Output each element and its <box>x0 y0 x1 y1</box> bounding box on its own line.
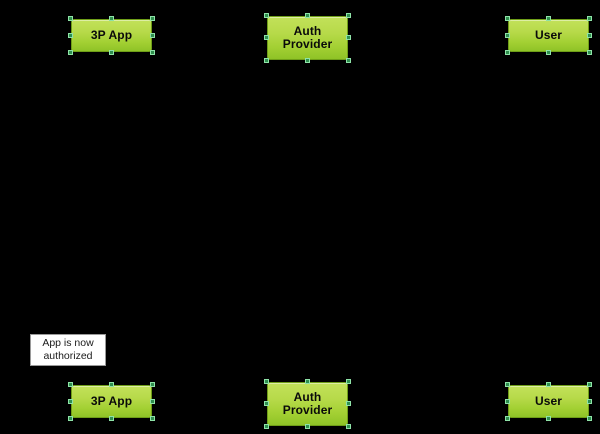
participant-auth-provider-top[interactable]: Auth Provider <box>264 13 351 63</box>
participant-label: 3P App <box>90 28 133 42</box>
resize-handle-sw[interactable] <box>68 416 73 421</box>
resize-handle-ne[interactable] <box>150 382 155 387</box>
note-app-is-now-authorized[interactable]: App is now authorized <box>30 334 106 366</box>
resize-handle-se[interactable] <box>587 416 592 421</box>
resize-handle-n[interactable] <box>304 13 310 18</box>
resize-handle-s[interactable] <box>108 50 114 55</box>
note-text: App is now authorized <box>42 337 94 362</box>
resize-handle-sw[interactable] <box>264 58 269 63</box>
resize-handle-e[interactable] <box>346 35 351 40</box>
resize-handle-ne[interactable] <box>346 379 351 384</box>
resize-handle-s[interactable] <box>545 416 551 421</box>
resize-handle-w[interactable] <box>68 32 73 38</box>
participant-label: Auth Provider <box>282 390 333 417</box>
resize-handle-e[interactable] <box>587 398 592 404</box>
resize-handle-e[interactable] <box>587 32 592 38</box>
resize-handle-ne[interactable] <box>346 13 351 18</box>
resize-handle-s[interactable] <box>108 416 114 421</box>
resize-handle-ne[interactable] <box>587 382 592 387</box>
resize-handle-nw[interactable] <box>68 382 73 387</box>
resize-handle-nw[interactable] <box>264 13 269 18</box>
resize-handle-sw[interactable] <box>505 50 510 55</box>
resize-handle-w[interactable] <box>264 401 269 406</box>
resize-handle-e[interactable] <box>150 398 155 404</box>
resize-handle-se[interactable] <box>346 58 351 63</box>
resize-handle-sw[interactable] <box>264 424 269 429</box>
resize-handle-n[interactable] <box>108 382 114 387</box>
resize-handle-w[interactable] <box>68 398 73 404</box>
resize-handle-ne[interactable] <box>587 16 592 21</box>
resize-handle-nw[interactable] <box>505 16 510 21</box>
resize-handle-se[interactable] <box>150 50 155 55</box>
resize-handle-w[interactable] <box>264 35 269 40</box>
participant-3p-app-top[interactable]: 3P App <box>68 16 155 55</box>
participant-label: Auth Provider <box>282 24 333 51</box>
resize-handle-n[interactable] <box>108 16 114 21</box>
resize-handle-sw[interactable] <box>68 50 73 55</box>
resize-handle-e[interactable] <box>346 401 351 406</box>
resize-handle-s[interactable] <box>304 58 310 63</box>
participant-label: User <box>534 394 563 408</box>
resize-handle-ne[interactable] <box>150 16 155 21</box>
resize-handle-s[interactable] <box>545 50 551 55</box>
resize-handle-se[interactable] <box>587 50 592 55</box>
resize-handle-w[interactable] <box>505 32 510 38</box>
participant-auth-provider-bottom[interactable]: Auth Provider <box>264 379 351 429</box>
participant-3p-app-bottom[interactable]: 3P App <box>68 382 155 421</box>
resize-handle-nw[interactable] <box>68 16 73 21</box>
resize-handle-se[interactable] <box>150 416 155 421</box>
participant-label: User <box>534 28 563 42</box>
participant-user-bottom[interactable]: User <box>505 382 592 421</box>
resize-handle-e[interactable] <box>150 32 155 38</box>
resize-handle-s[interactable] <box>304 424 310 429</box>
participant-label: 3P App <box>90 394 133 408</box>
resize-handle-n[interactable] <box>304 379 310 384</box>
resize-handle-se[interactable] <box>346 424 351 429</box>
resize-handle-n[interactable] <box>545 16 551 21</box>
resize-handle-n[interactable] <box>545 382 551 387</box>
resize-handle-sw[interactable] <box>505 416 510 421</box>
resize-handle-w[interactable] <box>505 398 510 404</box>
resize-handle-nw[interactable] <box>264 379 269 384</box>
resize-handle-nw[interactable] <box>505 382 510 387</box>
participant-user-top[interactable]: User <box>505 16 592 55</box>
